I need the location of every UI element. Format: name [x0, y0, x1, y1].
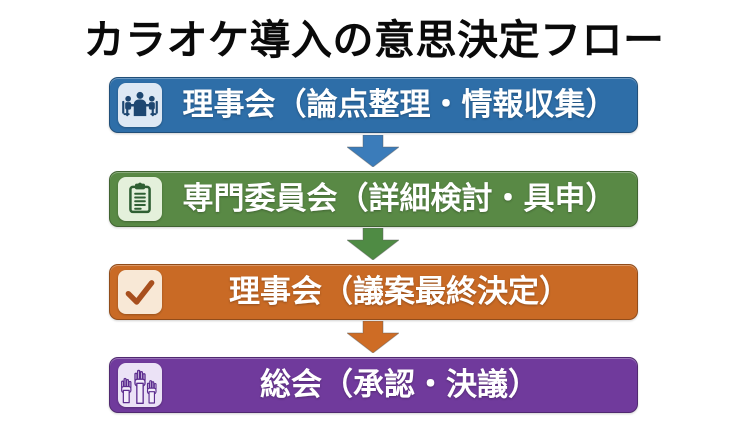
- step-1-board-meeting: 理事会（論点整理・情報収集）: [109, 77, 638, 133]
- arrow-down-shape: [347, 321, 399, 353]
- step-label: 総会（承認・決議）: [260, 367, 539, 402]
- clipboard-icon: [118, 177, 162, 221]
- raised-hands-icon: [118, 363, 162, 407]
- checkmark-icon: [118, 270, 162, 314]
- arrow-down-2: [347, 228, 399, 260]
- page-title: カラオケ導入の意思決定フロー: [83, 17, 665, 63]
- meeting-icon: [118, 83, 162, 127]
- step-3-board-final-decision: 理事会（議案最終決定）: [109, 264, 638, 320]
- step-4-general-meeting: 総会（承認・決議）: [109, 357, 638, 413]
- step-label: 理事会（論点整理・情報収集）: [182, 87, 617, 122]
- arrow-down-3: [347, 321, 399, 353]
- arrow-down-shape: [347, 135, 399, 167]
- arrow-down-shape: [347, 228, 399, 260]
- step-label: 理事会（議案最終決定）: [229, 274, 570, 309]
- step-label: 専門委員会（詳細検討・具申）: [182, 181, 617, 216]
- arrow-down-1: [347, 135, 399, 167]
- step-2-expert-committee: 専門委員会（詳細検討・具申）: [109, 171, 638, 227]
